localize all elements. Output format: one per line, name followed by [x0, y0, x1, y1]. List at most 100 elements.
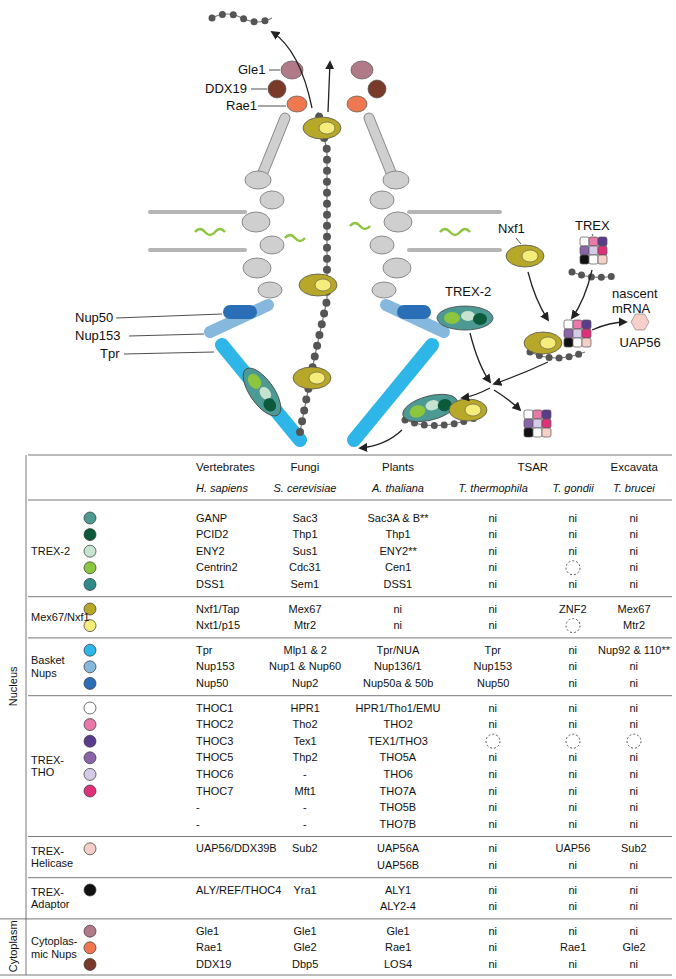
table-cell: - — [303, 768, 307, 781]
color-key — [84, 529, 96, 541]
color-key — [84, 644, 96, 656]
table-cell: ni — [489, 842, 498, 855]
color-key — [84, 545, 96, 557]
table-cell: ni — [489, 785, 498, 798]
uncertain-marker — [566, 561, 580, 575]
table-cell: Rae1 — [560, 941, 586, 954]
table-cell: Thp1 — [386, 528, 411, 541]
table-cell: Mtr2 — [294, 619, 316, 632]
table-cell: ni — [489, 545, 498, 558]
table-cell: Nup50 — [477, 677, 509, 690]
table-cell: Nup2 — [292, 677, 318, 690]
table-cell: ni — [489, 751, 498, 764]
table-cell: ni — [630, 900, 639, 913]
table-cell: Mft1 — [295, 785, 316, 798]
color-key — [84, 603, 96, 615]
table-cell: ni — [630, 561, 639, 574]
table-cell: Thp2 — [293, 751, 318, 764]
table-cell: Rae1 — [196, 941, 222, 954]
column-header: Plants — [382, 461, 414, 474]
table-cell: Nup1 & Nup60 — [269, 660, 341, 673]
table-cell: ni — [489, 512, 498, 525]
table-cell: ni — [569, 958, 578, 971]
category-label: TREX-THO — [31, 754, 85, 779]
table-cell: Nup136/1 — [374, 660, 422, 673]
color-key — [84, 735, 96, 747]
table-cell: THO6 — [384, 768, 413, 781]
table-cell: Dbp5 — [292, 958, 318, 971]
table-cell: THOC3 — [196, 735, 233, 748]
table-cell: - — [303, 818, 307, 831]
uncertain-marker — [566, 734, 580, 748]
table-cell: - — [196, 801, 200, 814]
table-cell: Nxt1/p15 — [196, 619, 240, 632]
table-cell: THO5B — [380, 801, 417, 814]
color-key — [84, 958, 96, 970]
table-rule — [28, 695, 672, 696]
color-key — [84, 785, 96, 797]
table-rule — [28, 500, 672, 501]
table-cell: ni — [489, 925, 498, 938]
table-cell: Tpr — [196, 644, 213, 657]
table-cell: Centrin2 — [196, 561, 238, 574]
compartment-label: Cytoplasm — [7, 921, 20, 973]
table-cell: ni — [569, 512, 578, 525]
table-cell: ALY/REF/THOC4 — [196, 884, 281, 897]
table-cell: ni — [630, 702, 639, 715]
table-cell: Nup92 & 110** — [598, 644, 670, 657]
table-cell: GANP — [196, 512, 227, 525]
table-cell: ni — [630, 925, 639, 938]
table-rule — [26, 455, 27, 975]
table-cell: - — [196, 818, 200, 831]
table-rule — [0, 918, 672, 919]
table-rule — [28, 877, 672, 878]
table-cell: ni — [489, 561, 498, 574]
table-cell: THO2 — [384, 718, 413, 731]
table-cell: THOC5 — [196, 751, 233, 764]
table-cell: Nup50 — [196, 677, 228, 690]
table-cell: ni — [489, 718, 498, 731]
part-label: TREX-2 — [445, 285, 491, 300]
table-cell: Sub2 — [621, 842, 647, 855]
table-cell: Sac3 — [293, 512, 318, 525]
table-cell: ni — [569, 900, 578, 913]
table-cell: THOC6 — [196, 768, 233, 781]
table-cell: Nup153 — [474, 660, 513, 673]
table-cell: ni — [489, 884, 498, 897]
table-cell: ni — [569, 660, 578, 673]
table-cell: Tho2 — [293, 718, 318, 731]
color-key — [84, 843, 96, 855]
table-cell: Rae1 — [385, 941, 411, 954]
table-cell: Sus1 — [293, 545, 318, 558]
color-key — [84, 562, 96, 574]
part-label: UAP56 — [620, 336, 661, 351]
table-cell: ni — [630, 718, 639, 731]
table-cell: ni — [569, 925, 578, 938]
category-label: TREX-2 — [31, 545, 85, 558]
table-cell: Mex67 — [289, 603, 322, 616]
color-key — [84, 768, 96, 780]
uncertain-marker — [566, 619, 580, 633]
part-label: Gle1 — [238, 63, 265, 78]
table-cell: HPR1 — [291, 702, 320, 715]
table-cell: ni — [489, 941, 498, 954]
species-name: T. thermophila — [459, 482, 528, 495]
column-header: Excavata — [611, 461, 658, 474]
compartment-label: Nucleus — [7, 667, 20, 707]
color-key — [84, 677, 96, 689]
table-cell: THO7A — [380, 785, 417, 798]
part-label: Tpr — [100, 347, 120, 362]
color-key — [84, 942, 96, 954]
category-label: Cytoplas-mic Nups — [31, 935, 85, 960]
color-key — [84, 661, 96, 673]
table-cell: ALY1 — [385, 884, 411, 897]
table-cell: LOS4 — [384, 958, 412, 971]
color-key — [84, 620, 96, 632]
table-cell: ni — [394, 619, 403, 632]
species-name: T. brucei — [613, 482, 655, 495]
part-label: Nxf1 — [498, 222, 525, 237]
color-key — [84, 719, 96, 731]
table-cell: Gle1 — [387, 925, 410, 938]
table-cell: ni — [630, 801, 639, 814]
color-key — [84, 752, 96, 764]
